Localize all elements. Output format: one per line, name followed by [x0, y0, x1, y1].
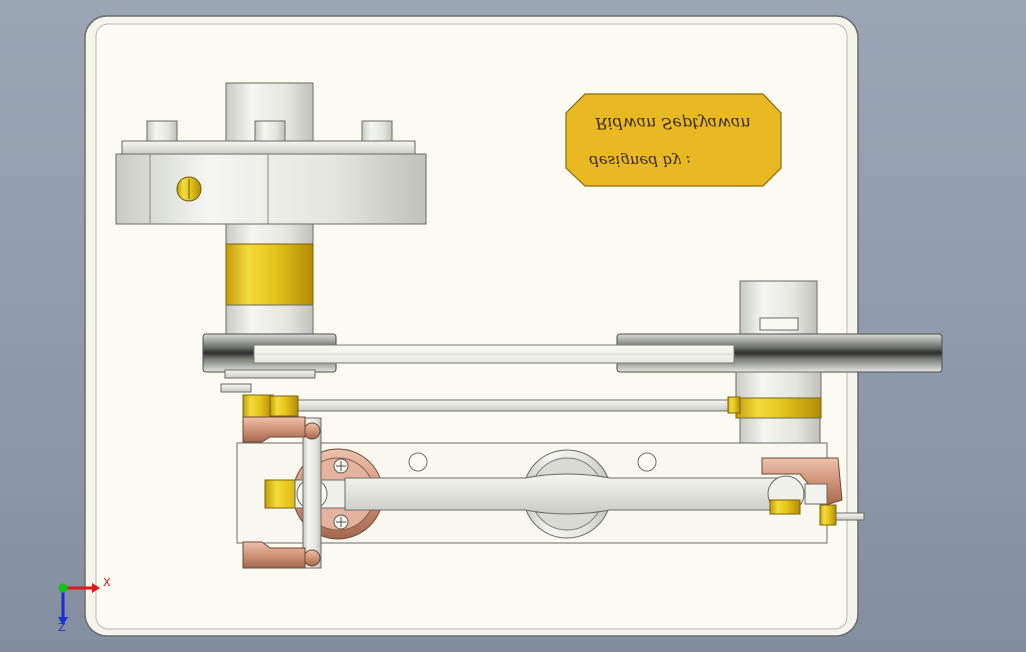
- left-linkage[interactable]: [242, 394, 306, 569]
- triad-origin: [58, 583, 68, 593]
- nameplate-name-text: Ridwan Septyawan: [594, 114, 750, 133]
- triad-z-label: Z: [58, 621, 66, 634]
- coordinate-triad: [58, 583, 100, 625]
- drive-hub-assembly[interactable]: [115, 82, 427, 336]
- nameplate[interactable]: Ridwan Septyawan designed by :: [565, 93, 782, 187]
- triad-x-label: X: [103, 576, 111, 589]
- nameplate-designed-text: designed by :: [589, 152, 690, 170]
- drive-belt[interactable]: [253, 344, 735, 364]
- right-linkage[interactable]: [761, 457, 865, 526]
